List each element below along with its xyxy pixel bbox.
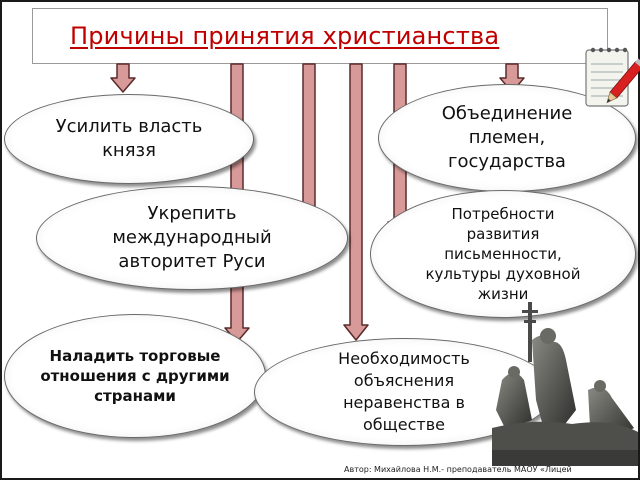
diagram-title: Причины принятия христианства <box>70 22 500 50</box>
reason-international-authority: Укрепить международный авторитет Руси <box>36 186 348 290</box>
reason-trade-relations: Наладить торговые отношения с другими ст… <box>4 314 266 438</box>
title-box <box>32 8 608 64</box>
arrow-to-power <box>110 63 136 93</box>
arrow-to-inequality <box>343 63 369 341</box>
reason-label: Потребности развития письменности, культ… <box>425 205 581 303</box>
reason-strengthen-power: Усилить власть князя <box>4 94 254 184</box>
reason-label: Наладить торговые отношения с другими ст… <box>40 347 230 405</box>
monument-image <box>492 302 638 466</box>
reason-label: Объединение племен, государства <box>441 103 573 172</box>
author-credit: Автор: Михайлова Н.М.- преподаватель МАО… <box>344 465 572 474</box>
reason-label: Необходимость объяснения неравенства в о… <box>338 349 470 434</box>
reason-label: Усилить власть князя <box>55 116 203 161</box>
reason-culture-writing: Потребности развития письменности, культ… <box>370 190 636 318</box>
reason-label: Укрепить международный авторитет Руси <box>112 203 272 272</box>
notepad-pencil-icon <box>585 47 640 107</box>
